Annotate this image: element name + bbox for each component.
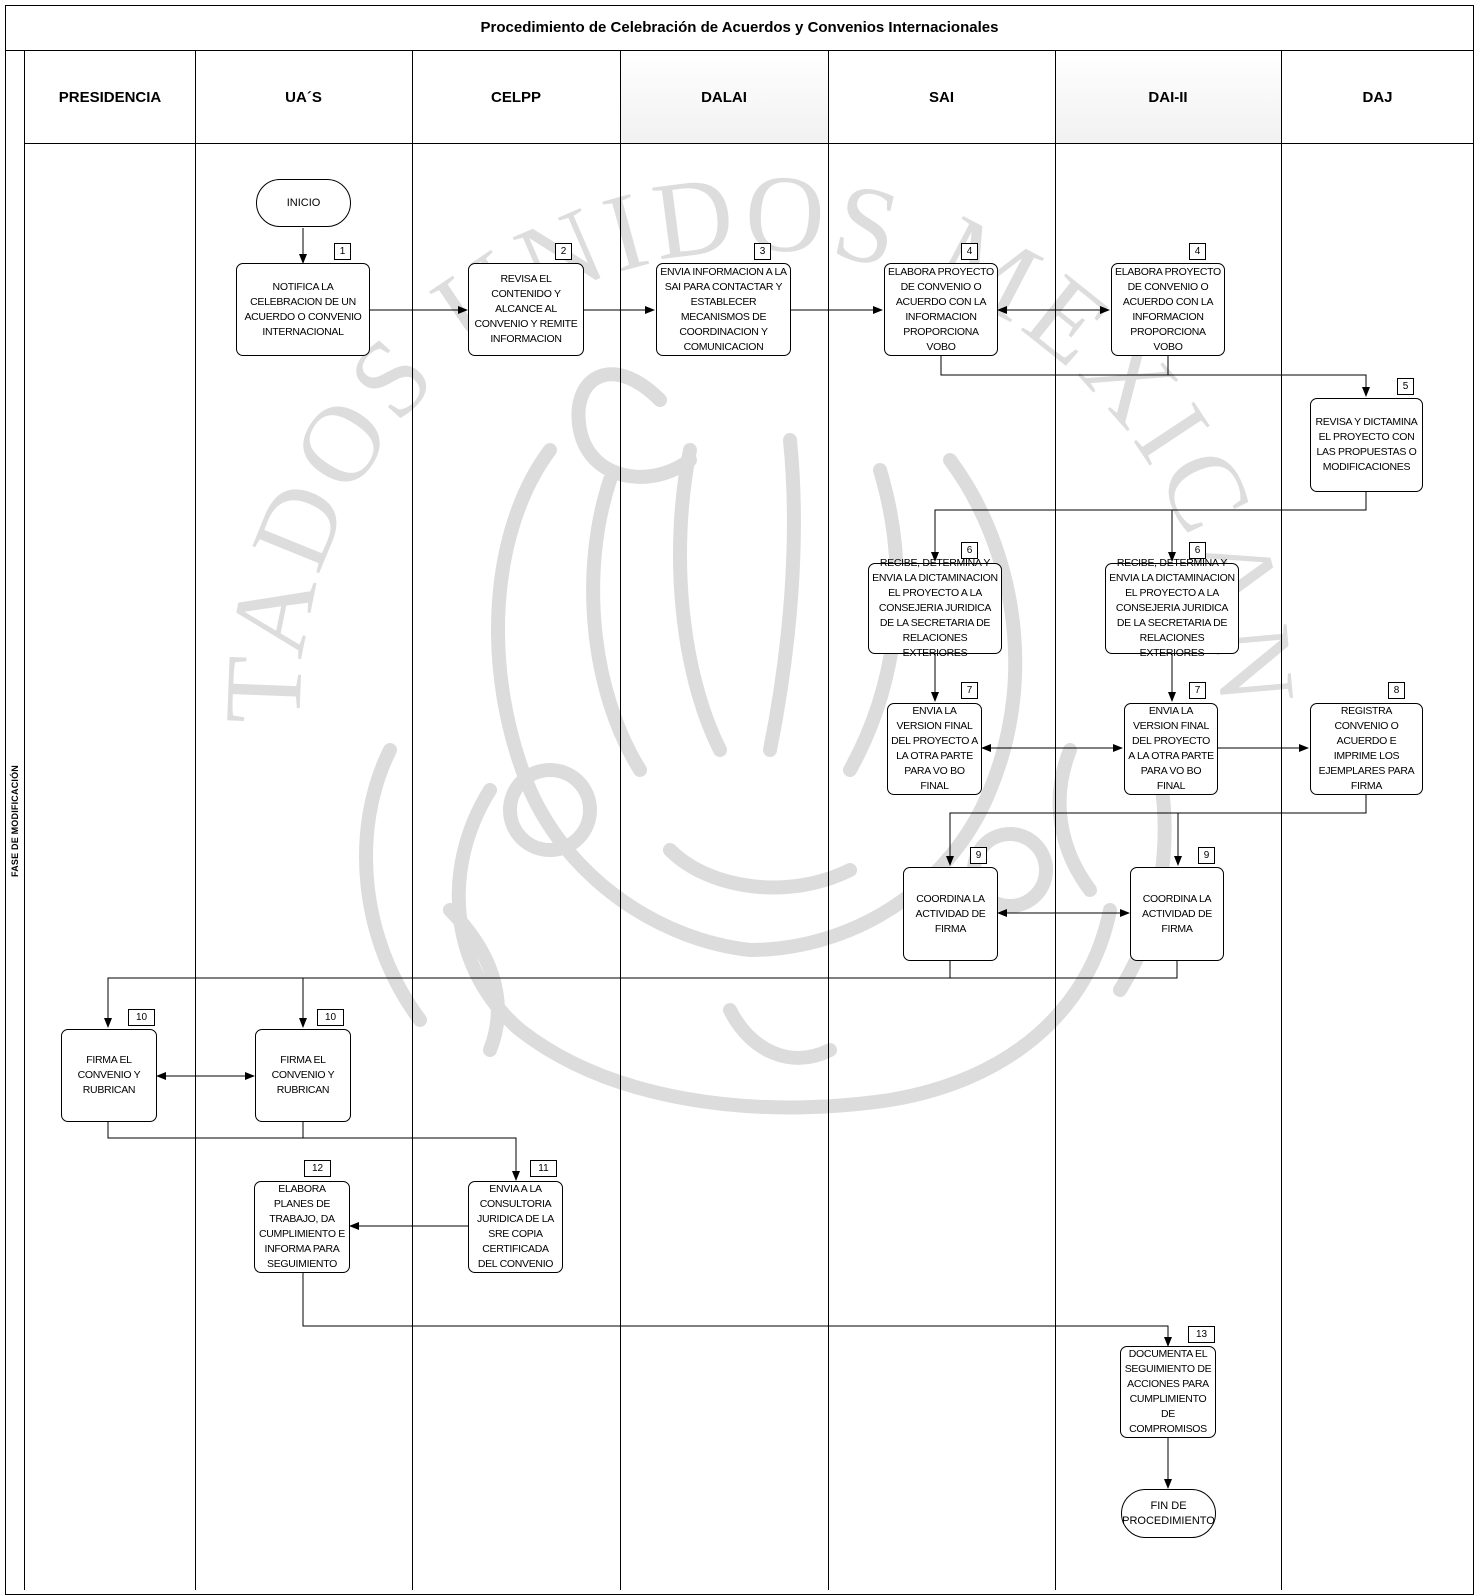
step-number: 2	[555, 243, 572, 260]
connector	[104, 961, 951, 1028]
step-number: 10	[317, 1009, 344, 1026]
step-box: ENVIA LA VERSION FINAL DEL PROYECTO A LA…	[887, 703, 982, 795]
step-number: 13	[1188, 1326, 1215, 1343]
step-box: REGISTRA CONVENIO O ACUERDO E IMPRIME LO…	[1310, 703, 1423, 795]
lane-divider	[1055, 51, 1056, 1590]
step-number: 4	[961, 243, 978, 260]
lane-divider	[1281, 51, 1282, 1590]
connector	[931, 492, 1367, 562]
step-box: RECIBE, DETERMINA Y ENVIA LA DICTAMINACI…	[1105, 557, 1239, 659]
lane-header-sai: SAI	[828, 51, 1055, 144]
connector	[946, 795, 1367, 866]
step-box: REVISA Y DICTAMINA EL PROYECTO CON LAS P…	[1310, 398, 1423, 492]
lane-header-presidencia: PRESIDENCIA	[25, 51, 195, 144]
phase-label-column: FASE DE MODIFICACIÓN	[5, 51, 25, 1590]
step-box: ENVIA INFORMACION A LA SAI PARA CONTACTA…	[656, 263, 791, 356]
step-number: 10	[128, 1009, 155, 1026]
connector	[302, 1272, 1172, 1347]
step-number: 7	[1189, 682, 1206, 699]
step-number: 3	[754, 243, 771, 260]
lane-header-daj: DAJ	[1281, 51, 1474, 144]
step-number: 5	[1397, 378, 1414, 395]
lane-header-celpp: CELPP	[412, 51, 620, 144]
step-number: 11	[530, 1160, 557, 1177]
connector	[107, 1122, 520, 1181]
step-number: 6	[1189, 542, 1206, 559]
lane-divider	[195, 51, 196, 1590]
start-terminator: INICIO	[256, 179, 351, 227]
step-number: 9	[1198, 847, 1215, 864]
step-box: ENVIA A LA CONSULTORIA JURIDICA DE LA SR…	[468, 1181, 563, 1273]
step-number: 6	[961, 542, 978, 559]
step-box: NOTIFICA LA CELEBRACION DE UN ACUERDO O …	[236, 263, 370, 356]
connector	[950, 961, 1178, 979]
step-box: ELABORA PLANES DE TRABAJO, DA CUMPLIMIEN…	[254, 1181, 350, 1273]
connector	[940, 356, 1370, 397]
step-box: RECIBE, DETERMINA Y ENVIA LA DICTAMINACI…	[868, 557, 1002, 659]
step-box: COORDINA LA ACTIVIDAD DE FIRMA	[903, 867, 998, 961]
step-box: REVISA EL CONTENIDO Y ALCANCE AL CONVENI…	[468, 263, 584, 356]
step-number: 8	[1388, 682, 1405, 699]
end-terminator: FIN DE PROCEDIMIENTO	[1121, 1489, 1216, 1538]
step-box: ELABORA PROYECTO DE CONVENIO O ACUERDO C…	[884, 263, 998, 356]
lane-header-uas: UA´S	[195, 51, 412, 144]
diagram-title: Procedimiento de Celebración de Acuerdos…	[5, 5, 1474, 51]
step-number: 1	[334, 243, 351, 260]
lane-header-dalai: DALAI	[620, 51, 828, 144]
step-number: 12	[304, 1160, 331, 1177]
step-box: FIRMA EL CONVENIO Y RUBRICAN	[61, 1029, 157, 1122]
lane-header-dai-ii: DAI-II	[1055, 51, 1281, 144]
lane-divider	[620, 51, 621, 1590]
step-number: 4	[1189, 243, 1206, 260]
lane-divider	[828, 51, 829, 1590]
step-box: ELABORA PROYECTO DE CONVENIO O ACUERDO C…	[1111, 263, 1225, 356]
lane-divider	[412, 51, 413, 1590]
step-number: 7	[961, 682, 978, 699]
step-number: 9	[970, 847, 987, 864]
step-box: ENVIA LA VERSION FINAL DEL PROYECTO A LA…	[1124, 703, 1218, 795]
step-box: FIRMA EL CONVENIO Y RUBRICAN	[255, 1029, 351, 1122]
step-box: COORDINA LA ACTIVIDAD DE FIRMA	[1130, 867, 1224, 961]
step-box: DOCUMENTA EL SEGUIMIENTO DE ACCIONES PAR…	[1120, 1346, 1216, 1438]
